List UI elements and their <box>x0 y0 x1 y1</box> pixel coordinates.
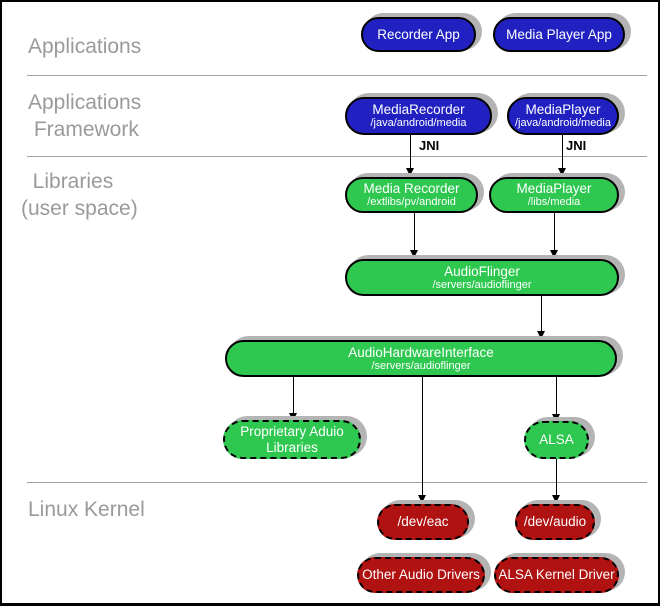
node-subtitle: /java/android/media <box>370 117 467 130</box>
node-mediarecorder-framework: MediaRecorder /java/android/media <box>345 97 492 135</box>
libraries-line2: (user space) <box>21 197 138 220</box>
node-audiohardwareinterface: AudioHardwareInterface /servers/audiofli… <box>225 340 617 377</box>
node-alsa-kernel-driver: ALSA Kernel Driver <box>494 557 619 593</box>
node-title: AudioHardwareInterface <box>348 344 494 360</box>
node-title: /dev/audio <box>523 514 587 530</box>
jni-label-left: JNI <box>419 138 440 153</box>
node-subtitle: /servers/audioflinger <box>432 278 532 291</box>
node-audioflinger: AudioFlinger /servers/audioflinger <box>345 259 619 296</box>
section-divider <box>27 482 647 483</box>
node-subtitle: /servers/audioflinger <box>371 359 471 372</box>
arrowhead-icon <box>406 168 414 176</box>
layer-label-applications: Applications <box>28 35 142 58</box>
node-title: Media Player App <box>506 26 612 42</box>
node-alsa: ALSA <box>524 421 589 459</box>
node-proprietary-audio-libraries: Proprietary Aduio Libraries <box>223 420 361 459</box>
arrow-audioflinger-to-hwinterface <box>537 296 545 339</box>
arrow-recorderlib-to-audioflinger <box>410 213 418 258</box>
node-media-player-app: Media Player App <box>493 17 625 52</box>
arrow-alsa-to-dev-audio <box>552 459 560 503</box>
node-title: Media Recorder <box>363 181 460 197</box>
arrow-hwinterface-to-proprietary <box>289 377 297 421</box>
libraries-line1: Libraries <box>21 170 114 193</box>
arrow-hwinterface-to-dev-eac <box>418 377 426 503</box>
node-title: MediaPlayer <box>516 181 592 197</box>
node-dev-eac: /dev/eac <box>377 504 469 540</box>
layer-label-linux-kernel: Linux Kernel <box>28 498 145 521</box>
framework-line2: Framework <box>28 118 139 141</box>
node-title: MediaPlayer <box>525 102 601 118</box>
node-subtitle: /extlibs/pv/android <box>367 196 456 209</box>
node-title: Proprietary Aduio <box>240 424 344 440</box>
node-title: /dev/eac <box>397 514 449 530</box>
layer-label-libraries: Libraries (user space) <box>21 168 138 222</box>
node-title: Recorder App <box>377 26 460 42</box>
arrowhead-icon <box>289 413 297 421</box>
node-title: MediaRecorder <box>372 102 465 118</box>
jni-label-right: JNI <box>566 138 587 153</box>
arrow-hwinterface-to-alsa <box>552 377 560 422</box>
node-title-line2: Libraries <box>266 439 318 455</box>
framework-line1: Applications <box>28 91 142 114</box>
node-dev-audio: /dev/audio <box>515 504 595 540</box>
section-divider <box>27 156 647 157</box>
node-recorder-app: Recorder App <box>361 17 476 52</box>
arrowhead-icon <box>552 495 560 503</box>
node-title: ALSA <box>539 432 574 448</box>
arrowhead-icon <box>537 331 545 339</box>
layer-label-applications-framework: Applications Framework <box>28 89 141 143</box>
arrowhead-icon <box>552 414 560 422</box>
section-divider <box>27 75 647 76</box>
node-other-audio-drivers: Other Audio Drivers <box>357 557 485 593</box>
node-subtitle: /java/android/media <box>514 117 611 130</box>
arrow-playerlib-to-audioflinger <box>550 213 558 258</box>
node-subtitle: /libs/media <box>527 196 581 209</box>
node-title: ALSA Kernel Driver <box>498 567 615 583</box>
node-mediaplayer-framework: MediaPlayer /java/android/media <box>507 97 619 135</box>
node-title: AudioFlinger <box>444 263 520 279</box>
node-media-recorder-lib: Media Recorder /extlibs/pv/android <box>345 177 478 213</box>
arrowhead-icon <box>550 250 558 258</box>
node-mediaplayer-lib: MediaPlayer /libs/media <box>489 177 619 213</box>
node-title: Other Audio Drivers <box>362 567 480 583</box>
arrowhead-icon <box>410 250 418 258</box>
arrowhead-icon <box>558 168 566 176</box>
arrowhead-icon <box>418 495 426 503</box>
arrow-mediaplayer-to-lib <box>558 135 566 176</box>
arrow-mediarecorder-to-lib <box>406 135 414 176</box>
